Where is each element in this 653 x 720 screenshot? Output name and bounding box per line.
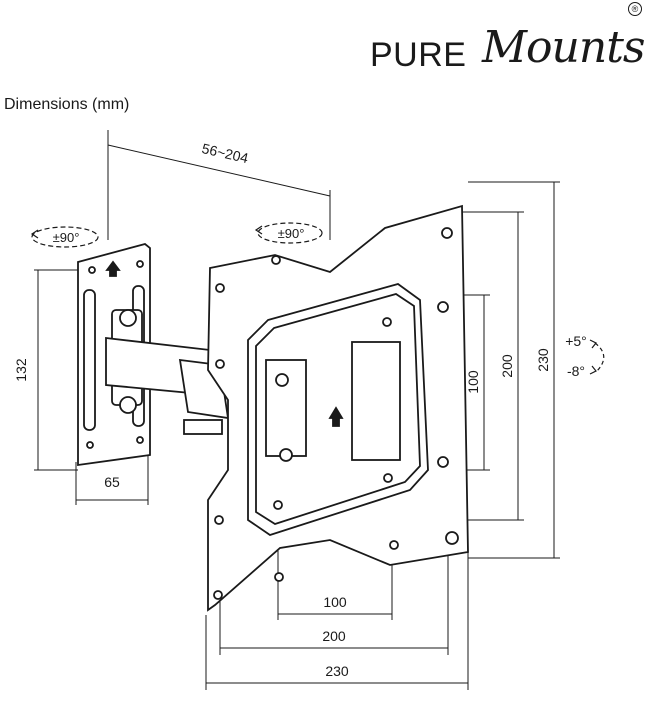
dim-vesa-mid-horizontal: 200 bbox=[322, 628, 346, 644]
dim-arm-extension: 56~204 bbox=[200, 140, 250, 166]
swivel-right-label: ±90° bbox=[278, 226, 305, 241]
dim-vesa-mid-vertical: 200 bbox=[499, 354, 515, 378]
dim-wall-plate-width: 65 bbox=[104, 474, 120, 490]
dimensions-title: Dimensions (mm) bbox=[4, 96, 130, 113]
tilt-up-label: +5° bbox=[565, 333, 587, 349]
dim-vesa-inner-vertical: 100 bbox=[465, 370, 481, 394]
swivel-arm bbox=[105, 309, 230, 435]
dim-vesa-inner-horizontal: 100 bbox=[323, 594, 347, 610]
brand-logo-mounts: Mounts bbox=[482, 22, 645, 73]
registered-trademark-icon: ® bbox=[628, 2, 642, 16]
dim-vesa-outer-vertical: 230 bbox=[535, 348, 551, 372]
dim-vesa-outer-horizontal: 230 bbox=[325, 663, 349, 679]
swivel-left-label: ±90° bbox=[53, 230, 80, 245]
tilt-down-label: -8° bbox=[567, 363, 585, 379]
dimension-lines bbox=[34, 130, 560, 690]
tv-plate bbox=[207, 204, 469, 612]
brand-logo-pure: PURE bbox=[370, 36, 467, 74]
brand-logo: PURE Mounts ® bbox=[370, 2, 648, 98]
motion-indicators bbox=[30, 222, 605, 375]
dim-wall-plate-height: 132 bbox=[13, 358, 29, 382]
